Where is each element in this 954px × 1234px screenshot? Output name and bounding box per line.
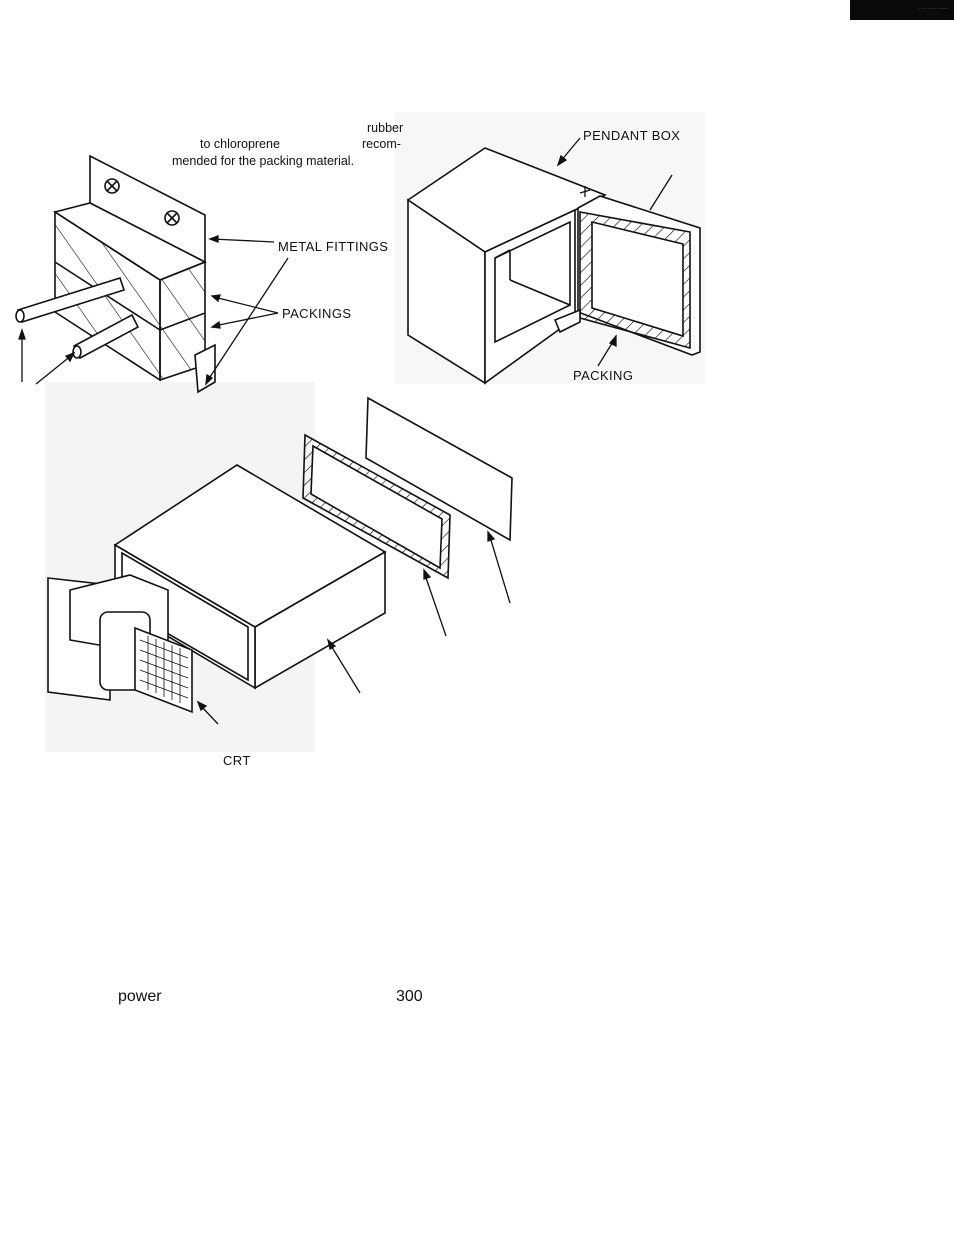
label-metal-fittings: METAL FITTINGS <box>278 239 389 254</box>
note-line-1: rubber <box>367 121 404 135</box>
rear-cover <box>365 396 513 542</box>
label-packings: PACKINGS <box>282 306 352 321</box>
cable-gland-figure <box>15 154 216 394</box>
note-line-3: mended for the packing material. <box>172 154 355 168</box>
scan-edge-marks: ···· ····· ····· <box>919 6 948 11</box>
body-word-300: 300 <box>396 988 423 1005</box>
label-crt: CRT <box>223 753 251 768</box>
body-word-power: power <box>118 988 162 1005</box>
fig-b-leaders <box>556 137 673 367</box>
label-packing: PACKING <box>573 368 634 383</box>
pendant-box-figure <box>406 147 701 385</box>
scan-edge-bar: ···· ····· ····· <box>850 0 954 20</box>
label-pendant-box: PENDANT BOX <box>583 128 681 143</box>
note-line-2a: to chloroprene <box>200 137 280 151</box>
crt-keypad-grid <box>139 636 189 703</box>
fig-a-leaders <box>18 235 289 386</box>
note-line-2b: recom- <box>362 137 401 151</box>
fig-c-leaders <box>196 530 511 725</box>
crt-enclosure-figure <box>47 396 513 714</box>
